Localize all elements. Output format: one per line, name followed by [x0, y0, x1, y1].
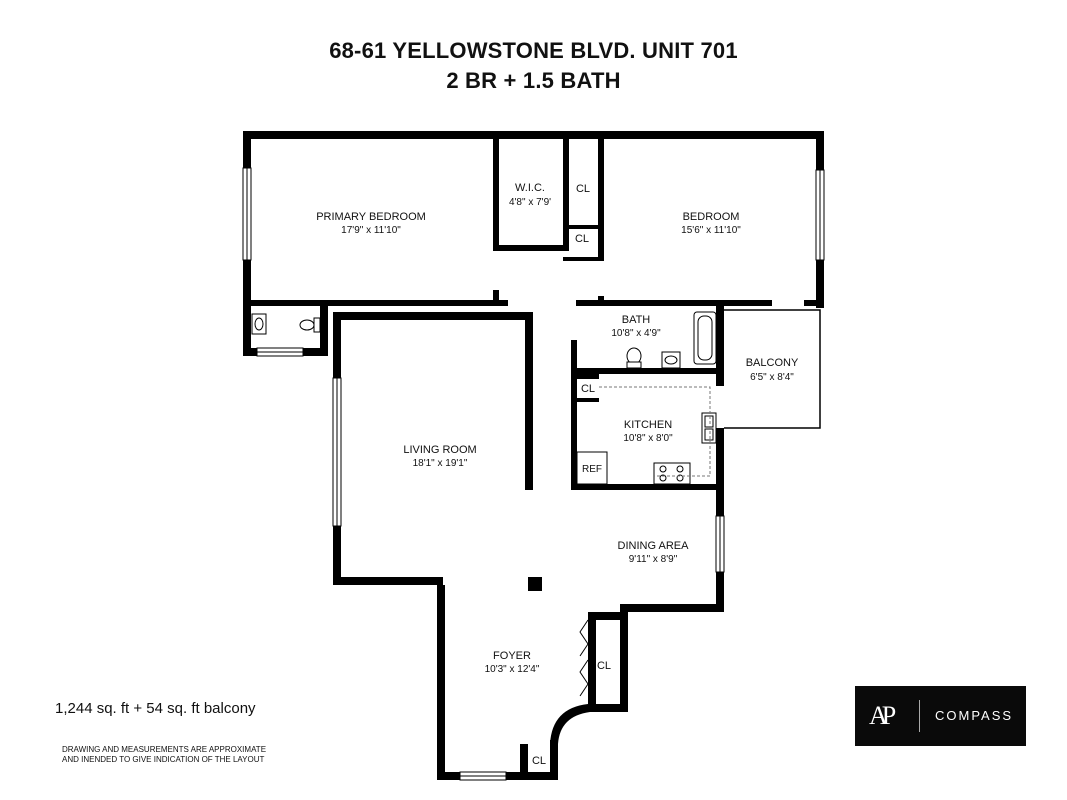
room-dims-living-room: 18'1" x 19'1" [413, 458, 468, 469]
fixtures [251, 311, 717, 485]
kitchen-counter [599, 386, 711, 477]
wall-entry-closet-right [550, 740, 558, 780]
room-name-foyer-closet: CL [597, 660, 611, 672]
room-dims-dining-area: 9'11" x 8'9" [629, 554, 678, 565]
wall-foyer-closet-left [588, 612, 596, 712]
monogram-logo: AP [869, 701, 896, 730]
room-dims-bedroom: 15'6" x 11'10" [681, 225, 741, 236]
wall-kitchen-left [571, 374, 577, 490]
room-name-closet-2: CL [575, 233, 589, 245]
foyer-closet-door-1 [579, 619, 589, 657]
wall-kitchen-closet-bottom [571, 398, 599, 402]
wall-wic-right [563, 139, 569, 251]
stove [653, 462, 691, 485]
wall-foyer-closet-right [620, 612, 628, 712]
logo-divider [919, 700, 920, 732]
room-name-kitchen-closet: CL [581, 383, 595, 395]
wall-kitchen-bottom [571, 484, 724, 490]
room-name-wic: W.I.C. [515, 182, 545, 194]
wall-foyer-closet-top [588, 612, 628, 620]
balcony-outline [724, 309, 821, 429]
room-dims-balcony: 6'5" x 8'4" [750, 372, 794, 383]
wall-entry-closet-left [520, 744, 528, 780]
wall-top [243, 131, 824, 139]
room-dims-foyer: 10'3" x 12'4" [485, 664, 540, 675]
wall-dining-bottom [620, 604, 724, 612]
brand-name: COMPASS [935, 708, 1014, 723]
wall-bath-left [571, 340, 577, 374]
room-dims-bath: 10'8" x 4'9" [611, 328, 661, 339]
wall-stub-2 [598, 296, 604, 306]
wall-foyer-closet-bottom [588, 704, 628, 712]
room-name-kitchen: KITCHEN [624, 419, 672, 431]
wall-stub-1 [493, 290, 499, 306]
room-name-living-room: LIVING ROOM [403, 444, 476, 456]
plan-title: 68-61 YELLOWSTONE BLVD. UNIT 701 [329, 38, 738, 63]
wall-bath-bottom [571, 368, 724, 374]
room-name-primary-bedroom: PRIMARY BEDROOM [316, 211, 426, 223]
wall-powder-right [320, 300, 328, 356]
wall-foyer-left [437, 585, 445, 780]
wall-wic-bottom [493, 245, 565, 251]
room-name-closet-1: CL [576, 183, 590, 195]
wall-kitchen-right-upper [716, 306, 724, 386]
wall-closet-bottom [563, 257, 604, 261]
room-dims-kitchen: 10'8" x 8'0" [623, 433, 673, 444]
wall-living-bottom [333, 577, 443, 585]
wall-living-top [333, 312, 533, 320]
room-dims-wic: 4'8" x 7'9' [509, 197, 551, 208]
walls [243, 131, 824, 780]
column [528, 577, 542, 591]
disclaimer-line-1: DRAWING AND MEASUREMENTS ARE APPROXIMATE [62, 745, 267, 754]
windows [242, 167, 825, 781]
wall-closet-divider [563, 225, 604, 229]
brand-logo: AP COMPASS [855, 686, 1026, 746]
wall-bedroom-bottom-right [804, 300, 824, 306]
wall-wic-left [493, 139, 499, 251]
room-name-foyer: FOYER [493, 650, 531, 662]
refrigerator [576, 451, 608, 485]
plan-subtitle: 2 BR + 1.5 BATH [446, 68, 621, 93]
room-name-entry-closet: CL [532, 755, 546, 767]
doors [579, 619, 589, 697]
room-name-bedroom: BEDROOM [683, 211, 740, 223]
room-dims-primary-bedroom: 17'9" x 11'10" [341, 225, 401, 236]
wall-kitchen-right-lower [716, 428, 724, 490]
room-name-dining-area: DINING AREA [618, 540, 690, 552]
wall-bedroom-bottom-left [243, 300, 508, 306]
label-ref: REF [582, 464, 602, 475]
room-name-balcony: BALCONY [746, 357, 799, 369]
wall-curve [550, 704, 593, 744]
wall-living-right [525, 312, 533, 490]
wall-entry-closet-bottom [520, 772, 558, 780]
wall-bedroom-bottom-mid [576, 300, 772, 306]
area-summary: 1,244 sq. ft + 54 sq. ft balcony [55, 700, 256, 717]
wall-closet-right [598, 139, 604, 261]
room-name-bath: BATH [622, 314, 651, 326]
wall-kitchen-closet-top [571, 374, 599, 379]
room-labels: PRIMARY BEDROOM 17'9" x 11'10" W.I.C. 4'… [316, 182, 799, 767]
disclaimer: DRAWING AND MEASUREMENTS ARE APPROXIMATE… [62, 745, 266, 765]
powder-toilet [313, 317, 321, 333]
foyer-closet-door-2 [579, 659, 589, 697]
disclaimer-line-2: AND INENDED TO GIVE INDICATION OF THE LA… [62, 755, 265, 764]
